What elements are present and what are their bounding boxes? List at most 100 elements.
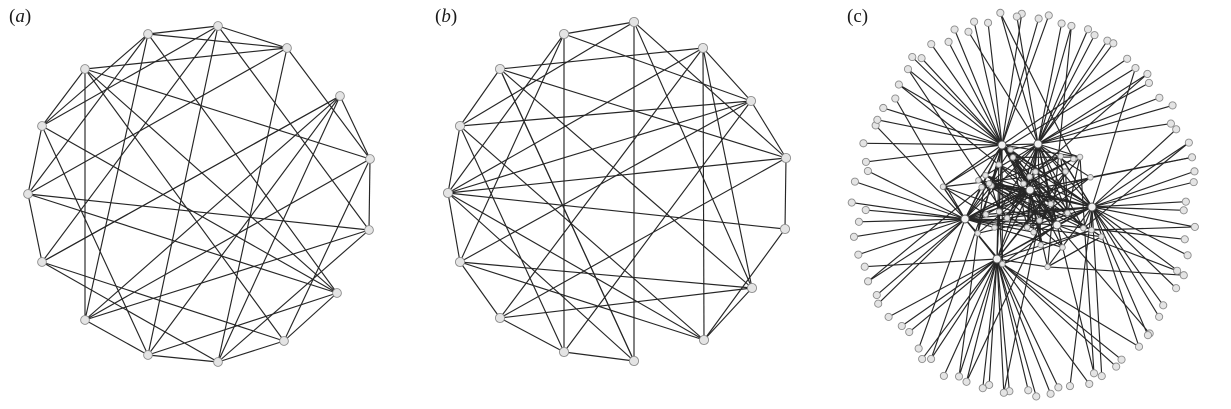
edge bbox=[784, 157, 787, 230]
node bbox=[697, 42, 709, 54]
edge bbox=[1047, 236, 1102, 268]
edge bbox=[867, 218, 966, 282]
node bbox=[903, 65, 913, 74]
network-panel-a bbox=[23, 21, 375, 367]
edges bbox=[447, 21, 787, 362]
node bbox=[1046, 389, 1055, 398]
node bbox=[1057, 153, 1064, 160]
edge bbox=[930, 43, 1003, 146]
node bbox=[908, 52, 917, 62]
edge bbox=[147, 25, 219, 35]
edge bbox=[1037, 29, 1089, 145]
edge bbox=[964, 185, 992, 220]
nodes bbox=[23, 21, 375, 367]
node bbox=[860, 262, 869, 271]
edge bbox=[996, 229, 1092, 260]
node bbox=[628, 16, 640, 28]
node bbox=[1180, 235, 1189, 244]
node bbox=[891, 94, 900, 103]
edge bbox=[1079, 156, 1095, 374]
edge bbox=[217, 25, 288, 49]
node bbox=[780, 152, 792, 164]
edge bbox=[447, 47, 704, 194]
edge bbox=[147, 354, 219, 363]
edge bbox=[996, 224, 1058, 260]
edge bbox=[217, 25, 370, 231]
node bbox=[850, 177, 859, 186]
edge bbox=[84, 229, 370, 321]
node bbox=[1032, 392, 1041, 401]
node bbox=[1044, 11, 1053, 20]
edge bbox=[459, 261, 753, 289]
node bbox=[962, 377, 971, 386]
edge bbox=[894, 98, 966, 220]
node bbox=[1112, 362, 1121, 371]
edge bbox=[883, 107, 1003, 146]
node bbox=[914, 344, 923, 353]
node bbox=[1025, 185, 1035, 195]
node bbox=[1088, 226, 1095, 234]
edge bbox=[964, 218, 1063, 248]
edge bbox=[942, 186, 987, 215]
node bbox=[1098, 233, 1105, 240]
node bbox=[859, 139, 868, 148]
node bbox=[863, 166, 872, 176]
edge bbox=[877, 119, 1003, 146]
edge bbox=[1060, 155, 1093, 208]
edge bbox=[1037, 97, 1160, 145]
edge bbox=[918, 218, 966, 349]
node bbox=[558, 346, 570, 358]
node bbox=[1087, 202, 1097, 212]
edge bbox=[41, 125, 149, 356]
edge bbox=[1037, 82, 1150, 145]
edge bbox=[459, 261, 501, 319]
node bbox=[1009, 154, 1017, 161]
node bbox=[897, 321, 906, 331]
edge bbox=[996, 258, 1048, 268]
edge bbox=[901, 258, 998, 327]
edge bbox=[981, 155, 1061, 188]
node bbox=[1076, 153, 1084, 161]
edge bbox=[286, 47, 371, 160]
node bbox=[1054, 383, 1063, 392]
node bbox=[1109, 39, 1118, 48]
node bbox=[442, 187, 454, 199]
edge bbox=[147, 33, 288, 49]
edge bbox=[1060, 156, 1069, 214]
edge bbox=[996, 258, 1059, 388]
node bbox=[1070, 155, 1077, 163]
node bbox=[1057, 19, 1066, 28]
edge bbox=[447, 192, 786, 230]
node bbox=[1090, 31, 1099, 40]
edge bbox=[459, 100, 752, 263]
edge bbox=[1029, 189, 1058, 226]
node bbox=[698, 334, 710, 346]
edge bbox=[1091, 206, 1140, 347]
edge bbox=[1001, 143, 1039, 146]
edge bbox=[84, 47, 288, 70]
node bbox=[854, 250, 863, 259]
edge bbox=[633, 21, 787, 159]
edge bbox=[1038, 220, 1042, 246]
node bbox=[978, 183, 985, 191]
edge bbox=[1002, 229, 1092, 265]
edge bbox=[702, 47, 705, 341]
node bbox=[1189, 178, 1198, 187]
node bbox=[874, 299, 883, 308]
node bbox=[1080, 224, 1087, 232]
edge bbox=[1091, 206, 1195, 228]
node bbox=[1143, 69, 1152, 79]
edge bbox=[996, 189, 1031, 260]
edge bbox=[977, 144, 1003, 234]
node bbox=[1007, 146, 1014, 153]
edge bbox=[1037, 104, 1173, 145]
node bbox=[1190, 222, 1199, 231]
node bbox=[1012, 12, 1021, 21]
edge bbox=[84, 95, 341, 321]
edge bbox=[1091, 206, 1149, 336]
edge bbox=[1033, 206, 1093, 233]
edge bbox=[499, 68, 635, 362]
edge bbox=[985, 189, 1031, 215]
edge bbox=[921, 57, 1003, 146]
node bbox=[1020, 180, 1027, 187]
